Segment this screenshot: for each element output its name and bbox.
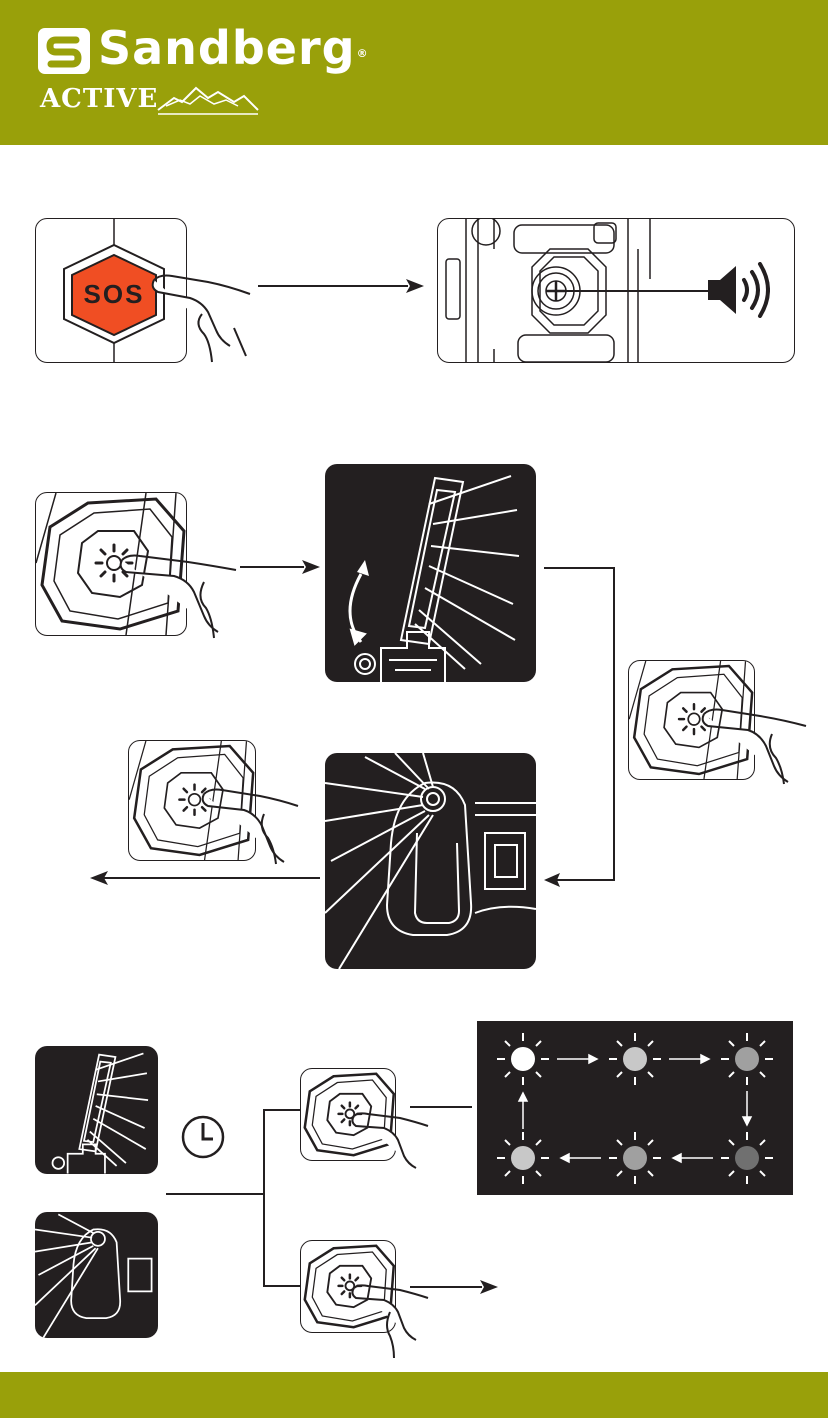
footer-bar [0, 1372, 828, 1418]
dim-connector [410, 1102, 472, 1112]
hook-light-panel [325, 753, 536, 969]
hook-light-drawing [35, 1212, 158, 1338]
worklight-drawing [325, 464, 536, 682]
header-bar: Sandberg® ACTIVE [0, 0, 828, 145]
mountains-icon [156, 80, 260, 120]
led-step-1 [497, 1033, 549, 1085]
led-step-6 [497, 1132, 549, 1184]
finger-press-icon [200, 786, 300, 866]
arrow-right-icon [240, 557, 320, 577]
led-step-2 [609, 1033, 661, 1085]
finger-press-icon [350, 1110, 430, 1170]
finger-press-icon [118, 552, 238, 642]
hook-light-drawing [325, 753, 536, 969]
worklight-panel [325, 464, 536, 682]
arrow-right-icon [258, 276, 424, 296]
sos-label: SOS [84, 279, 145, 309]
finger-press-icon [150, 272, 260, 372]
registered-mark: ® [357, 47, 369, 60]
led-step-3 [721, 1033, 773, 1085]
finger-press-icon [700, 706, 810, 786]
sandberg-logo-icon [38, 28, 90, 74]
subbrand-name: ACTIVE [40, 84, 158, 114]
led-cycle-icon [477, 1021, 793, 1195]
hook-light-small-panel [35, 1212, 158, 1338]
brand-name: Sandberg® [98, 20, 369, 76]
arrow-right-icon [410, 1277, 498, 1297]
speaker-icon [706, 262, 770, 318]
led-cycle-panel [477, 1021, 793, 1195]
led-step-5 [609, 1132, 661, 1184]
branch-connector [166, 1108, 306, 1288]
worklight-drawing [35, 1046, 158, 1174]
led-step-4 [721, 1132, 773, 1184]
worklight-small-panel [35, 1046, 158, 1174]
flow-connector [540, 560, 620, 890]
arrow-left-icon [90, 868, 320, 888]
